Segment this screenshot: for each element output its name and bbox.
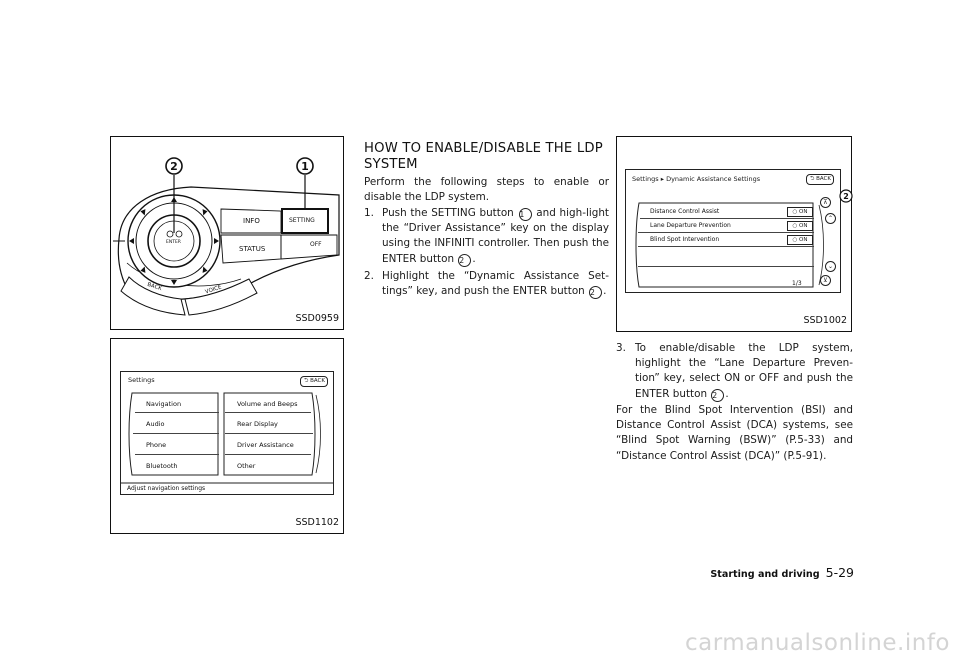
on-toggle-blind-spot-intervention: ○ ON — [787, 235, 813, 245]
step-2-number: 2. — [364, 270, 374, 282]
step-1-text: Push the SETTING button 1 and high-light… — [382, 207, 609, 267]
list-divider — [638, 232, 814, 233]
callout-2-icon: 2 — [711, 388, 725, 402]
menu-divider — [225, 433, 313, 434]
step-3-number: 3. — [616, 342, 626, 354]
page-number: 5-29 — [825, 565, 854, 580]
menu-item-rear-display: Rear Display — [237, 420, 278, 428]
callout-2-badge: 2 — [839, 189, 853, 203]
svg-text:2: 2 — [843, 192, 849, 201]
page-footer: Starting and driving 5-29 — [710, 565, 854, 580]
row-label-lane-departure-prevention: Lane Departure Prevention — [650, 222, 731, 229]
back-button: ⮌ BACK — [805, 174, 834, 185]
page-indicator: 1/3 — [792, 280, 802, 287]
figure-dynamic-assistance-screen: Settings ▸ Dynamic Assistance Settings ⮌… — [616, 136, 853, 332]
figure-control-panel: 2 1 INFO SETTING STATUS OFF ENTER BACK V… — [110, 136, 344, 330]
section-heading: HOW TO ENABLE/DISABLE THE LDP SYSTEM — [364, 141, 603, 172]
menu-divider — [225, 454, 311, 455]
watermark: carmanualsonline.info — [684, 630, 950, 656]
menu-item-volume-and-beeps: Volume and Beeps — [237, 400, 298, 408]
menu-item-phone: Phone — [146, 441, 167, 449]
on-toggle-distance-control-assist: ○ ON — [787, 207, 813, 217]
info-button-label: INFO — [243, 217, 260, 225]
callout-2-icon: 2 — [589, 286, 603, 300]
screen-title: Settings — [128, 376, 155, 384]
back-button: ⮌ BACK — [299, 376, 328, 387]
settings-menu-frame — [121, 392, 334, 484]
step-1-number: 1. — [364, 207, 374, 219]
figure-code: SSD1102 — [295, 517, 339, 528]
menu-divider — [135, 412, 219, 413]
callout-1-icon: 1 — [518, 208, 532, 221]
scroll-bottom-icon: ⊻ — [820, 275, 831, 286]
figure-code: SSD0959 — [295, 313, 339, 324]
menu-item-audio: Audio — [146, 420, 165, 428]
status-bar-text: Adjust navigation settings — [127, 485, 206, 492]
menu-item-driver-assistance: Driver Assistance — [237, 441, 294, 449]
list-divider — [640, 218, 814, 219]
scroll-up-icon: ⌃ — [825, 213, 836, 224]
callout-2-icon: 2 — [458, 253, 472, 267]
figure-code: SSD1002 — [803, 315, 847, 326]
setting-button-label: SETTING — [289, 217, 315, 224]
enter-button-label: ENTER — [166, 240, 181, 245]
list-divider — [638, 246, 814, 247]
control-panel-illustration — [113, 175, 340, 316]
menu-divider — [225, 412, 311, 413]
menu-item-bluetooth: Bluetooth — [146, 462, 178, 470]
figure-settings-screen: Settings ⮌ BACK Navigation Audio Phone B… — [110, 338, 344, 534]
on-toggle-lane-departure-prevention: ○ ON — [787, 221, 813, 231]
menu-item-other: Other — [237, 462, 256, 470]
callout-2-badge: 2 — [165, 157, 183, 175]
svg-text:2: 2 — [170, 160, 178, 173]
row-label-distance-control-assist: Distance Control Assist — [650, 208, 720, 215]
dynamic-assistance-screen: Settings ▸ Dynamic Assistance Settings ⮌… — [625, 169, 841, 293]
closing-paragraph: For the Blind Spot Intervention (BSI) an… — [616, 404, 853, 462]
intro-paragraph: Perform the following steps to enable or… — [364, 176, 609, 204]
step-3-text: To enable/disable the LDP system, highli… — [635, 342, 853, 402]
row-label-blind-spot-intervention: Blind Spot Intervention — [650, 236, 720, 243]
scroll-down-icon: ⌄ — [825, 261, 836, 272]
list-divider — [638, 266, 814, 267]
scroll-top-icon: ⊼ — [820, 197, 831, 208]
breadcrumb: Settings ▸ Dynamic Assistance Settings — [632, 175, 761, 183]
step-2-text: Highlight the “Dynamic Assistance Set-ti… — [382, 270, 609, 300]
menu-item-navigation: Navigation — [146, 400, 182, 408]
menu-divider — [133, 433, 219, 434]
menu-divider — [135, 454, 219, 455]
section-name: Starting and driving — [710, 569, 820, 580]
callout-1-badge: 1 — [296, 157, 314, 175]
off-button-label: OFF — [310, 241, 322, 248]
status-button-label: STATUS — [239, 245, 266, 253]
list-frame — [635, 202, 824, 288]
svg-text:1: 1 — [301, 160, 309, 173]
settings-screen: Settings ⮌ BACK Navigation Audio Phone B… — [120, 371, 334, 495]
